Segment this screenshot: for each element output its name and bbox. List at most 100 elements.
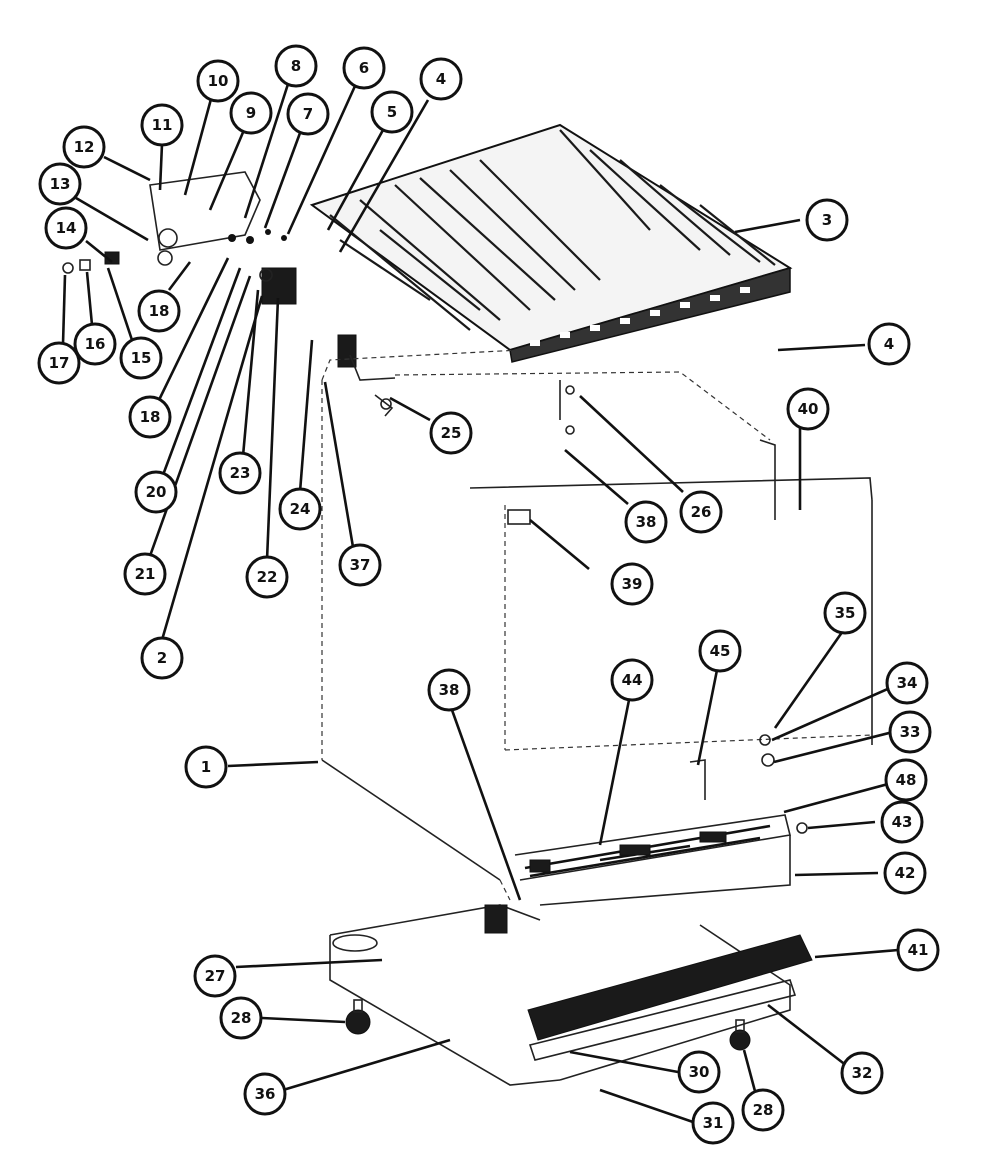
callout-34: 34 bbox=[885, 661, 929, 705]
top-cover-part bbox=[309, 123, 793, 363]
callout-5: 5 bbox=[370, 90, 414, 134]
svg-text:20: 20 bbox=[146, 483, 167, 501]
callout-10: 10 bbox=[196, 59, 240, 103]
callout-15: 15 bbox=[119, 336, 163, 380]
svg-text:2: 2 bbox=[157, 649, 167, 667]
callout-18-upper: 18 bbox=[137, 289, 181, 333]
callout-33: 33 bbox=[888, 710, 932, 754]
callout-4-right: 4 bbox=[867, 322, 911, 366]
svg-text:41: 41 bbox=[908, 941, 929, 959]
svg-text:7: 7 bbox=[303, 105, 313, 123]
callout-14: 14 bbox=[44, 206, 88, 250]
callout-23: 23 bbox=[218, 451, 262, 495]
callout-43: 43 bbox=[880, 800, 924, 844]
svg-text:33: 33 bbox=[900, 723, 921, 741]
callouts: 1 2 3 4 4 5 6 7 8 9 10 11 12 13 14 15 16… bbox=[37, 44, 940, 1145]
callout-45: 45 bbox=[698, 629, 742, 673]
svg-text:43: 43 bbox=[892, 813, 913, 831]
callout-21: 21 bbox=[123, 552, 167, 596]
callout-44: 44 bbox=[610, 658, 654, 702]
callout-24: 24 bbox=[278, 487, 322, 531]
back-panel bbox=[469, 477, 873, 751]
svg-text:15: 15 bbox=[131, 349, 152, 367]
callout-35: 35 bbox=[823, 591, 867, 635]
callout-18-lower: 18 bbox=[128, 395, 172, 439]
leader-lines bbox=[61, 83, 904, 1124]
callout-13: 13 bbox=[38, 162, 82, 206]
callout-48: 48 bbox=[884, 758, 928, 802]
svg-text:36: 36 bbox=[255, 1085, 276, 1103]
svg-text:30: 30 bbox=[689, 1063, 710, 1081]
callout-20: 20 bbox=[134, 470, 178, 514]
svg-text:10: 10 bbox=[208, 72, 229, 90]
svg-text:12: 12 bbox=[74, 138, 95, 156]
callout-12: 12 bbox=[62, 125, 106, 169]
svg-text:28: 28 bbox=[753, 1101, 774, 1119]
callout-27: 27 bbox=[193, 954, 237, 998]
callout-22: 22 bbox=[245, 555, 289, 599]
svg-text:23: 23 bbox=[230, 464, 251, 482]
callout-1: 1 bbox=[184, 745, 228, 789]
cabinet-body bbox=[321, 349, 776, 901]
svg-text:42: 42 bbox=[895, 864, 916, 882]
callout-7: 7 bbox=[286, 92, 330, 136]
parts-artwork bbox=[62, 123, 873, 1086]
callout-38-lower: 38 bbox=[427, 668, 471, 712]
callout-4-top: 4 bbox=[419, 57, 463, 101]
callout-17: 17 bbox=[37, 341, 81, 385]
callout-8: 8 bbox=[274, 44, 318, 88]
svg-text:11: 11 bbox=[152, 116, 173, 134]
svg-text:18: 18 bbox=[140, 408, 161, 426]
svg-text:35: 35 bbox=[835, 604, 856, 622]
svg-text:40: 40 bbox=[798, 400, 819, 418]
svg-text:27: 27 bbox=[205, 967, 226, 985]
svg-text:26: 26 bbox=[691, 503, 712, 521]
svg-text:32: 32 bbox=[852, 1064, 873, 1082]
callout-3: 3 bbox=[805, 198, 849, 242]
callout-26-upper: 26 bbox=[679, 490, 723, 534]
callout-30: 30 bbox=[677, 1050, 721, 1094]
svg-text:22: 22 bbox=[257, 568, 278, 586]
svg-text:17: 17 bbox=[49, 354, 70, 372]
callout-42: 42 bbox=[883, 851, 927, 895]
callout-16: 16 bbox=[73, 322, 117, 366]
svg-text:38: 38 bbox=[636, 513, 657, 531]
svg-text:1: 1 bbox=[201, 758, 211, 776]
callout-37: 37 bbox=[338, 543, 382, 587]
callout-39: 39 bbox=[610, 562, 654, 606]
svg-text:28: 28 bbox=[231, 1009, 252, 1027]
svg-text:14: 14 bbox=[56, 219, 77, 237]
callout-31: 31 bbox=[691, 1101, 735, 1145]
svg-text:4: 4 bbox=[436, 70, 446, 88]
svg-text:13: 13 bbox=[50, 175, 71, 193]
callout-40: 40 bbox=[786, 387, 830, 431]
svg-text:6: 6 bbox=[359, 59, 369, 77]
callout-32: 32 bbox=[840, 1051, 884, 1095]
svg-text:45: 45 bbox=[710, 642, 731, 660]
svg-text:24: 24 bbox=[290, 500, 311, 518]
svg-text:44: 44 bbox=[622, 671, 643, 689]
svg-text:16: 16 bbox=[85, 335, 106, 353]
svg-text:38: 38 bbox=[439, 681, 460, 699]
svg-text:8: 8 bbox=[291, 57, 301, 75]
svg-text:25: 25 bbox=[441, 424, 462, 442]
svg-text:34: 34 bbox=[897, 674, 918, 692]
callout-6: 6 bbox=[342, 46, 386, 90]
svg-text:5: 5 bbox=[387, 103, 397, 121]
svg-text:37: 37 bbox=[350, 556, 371, 574]
svg-text:9: 9 bbox=[246, 104, 256, 122]
callout-36: 36 bbox=[243, 1072, 287, 1116]
base-assembly bbox=[329, 734, 813, 1086]
svg-text:3: 3 bbox=[822, 211, 832, 229]
callout-2: 2 bbox=[140, 636, 184, 680]
callout-28-right: 28 bbox=[741, 1088, 785, 1132]
svg-text:4: 4 bbox=[884, 335, 894, 353]
svg-text:18: 18 bbox=[149, 302, 170, 320]
callout-41: 41 bbox=[896, 928, 940, 972]
svg-text:48: 48 bbox=[896, 771, 917, 789]
callout-28-left: 28 bbox=[219, 996, 263, 1040]
callout-11: 11 bbox=[140, 103, 184, 147]
svg-text:31: 31 bbox=[703, 1114, 724, 1132]
callout-38-upper: 38 bbox=[624, 500, 668, 544]
